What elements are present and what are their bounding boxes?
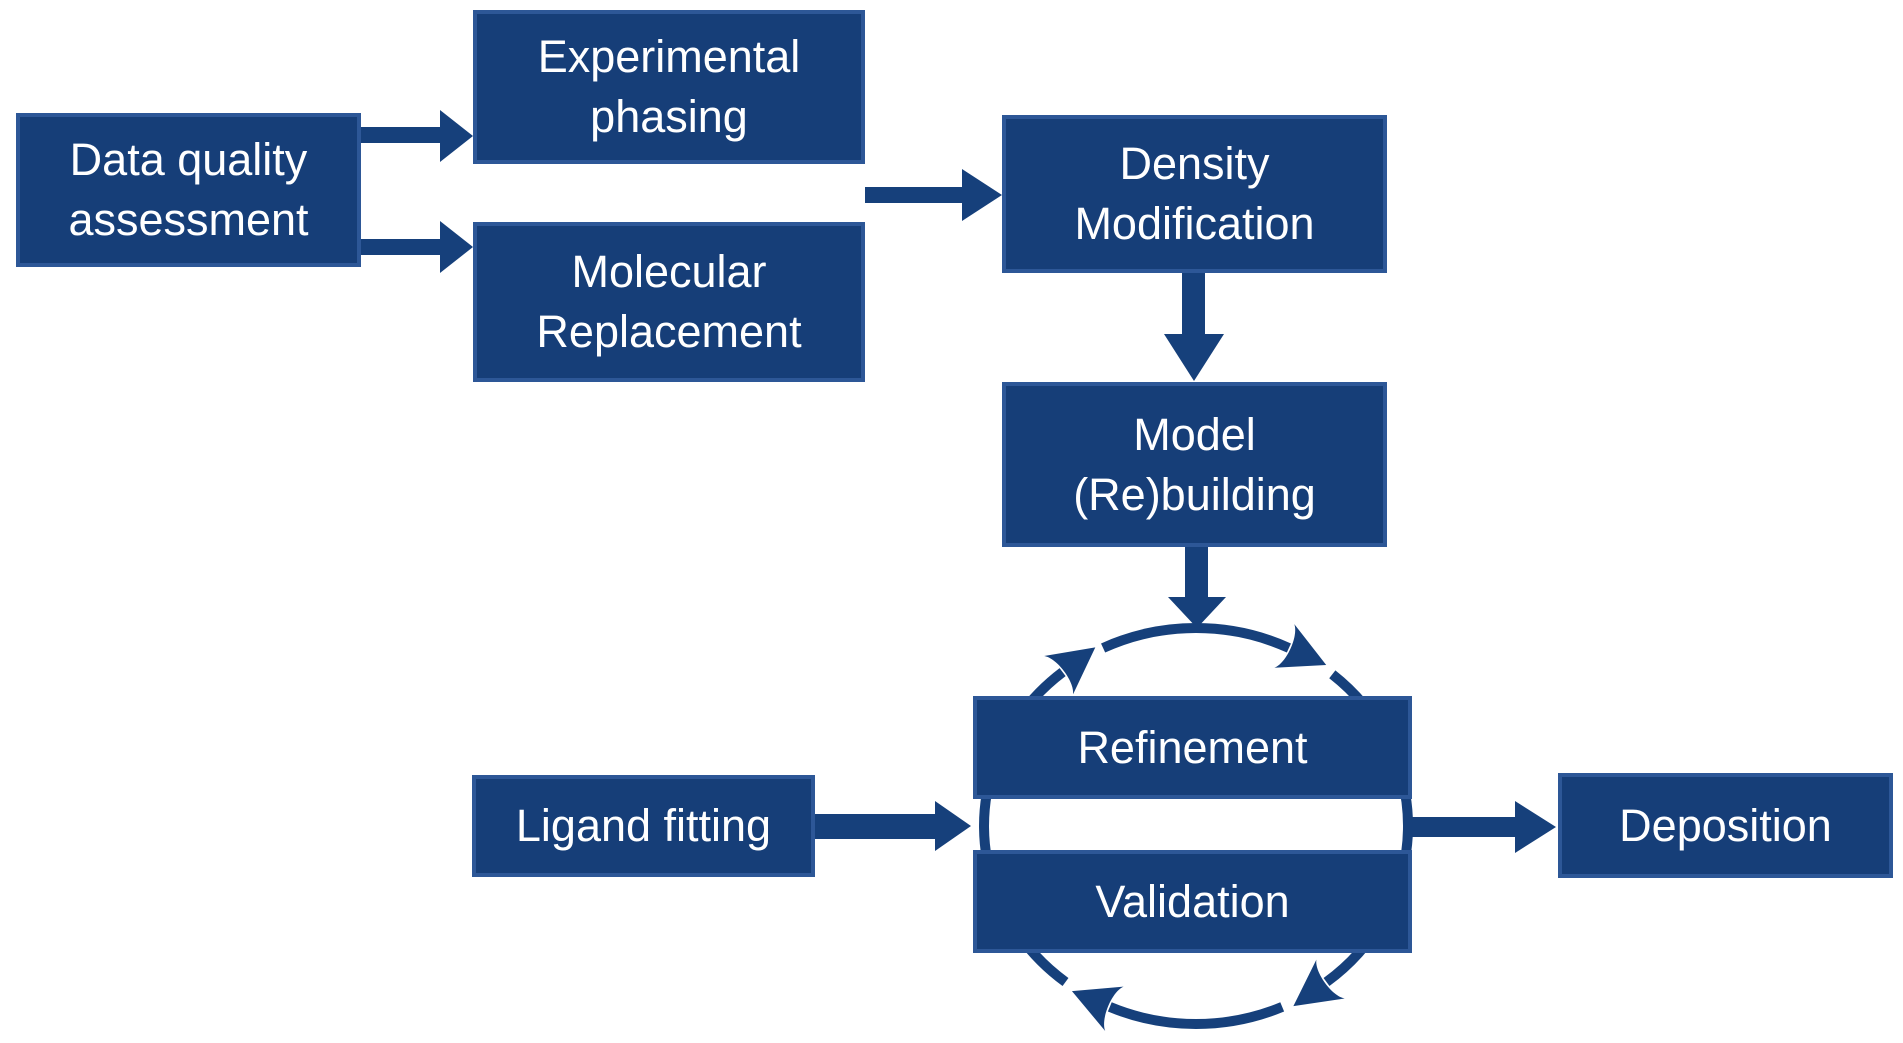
straight-arrows: [360, 110, 1556, 853]
node-label-line: Experimental: [537, 31, 801, 82]
node-label-line: Model: [1133, 408, 1256, 460]
arrow-phasing-to-density-modification: [865, 169, 1002, 221]
node-label-line: Modification: [1074, 198, 1315, 249]
node-label-line: Density: [1119, 138, 1270, 189]
node-validation: Validation: [973, 850, 1412, 953]
cycle-arc-top: [1101, 622, 1327, 668]
arrow-cycle-to-deposition: [1410, 801, 1556, 853]
node-deposition: Deposition: [1558, 773, 1893, 878]
node-label-line: Validation: [1095, 875, 1290, 927]
node-molecular-replacement: Molecular Replacement: [473, 222, 865, 382]
node-label-line: Data quality: [69, 134, 308, 185]
node-refinement: Refinement: [973, 696, 1412, 799]
node-label-line: Deposition: [1619, 799, 1832, 851]
node-label-line: Replacement: [536, 306, 802, 357]
node-label-line: assessment: [68, 194, 309, 245]
arrow-model-rebuilding-to-cycle: [1168, 547, 1226, 628]
node-experimental-phasing: Experimental phasing: [473, 10, 865, 164]
arrow-data-quality-to-experimental-phasing: [360, 110, 473, 162]
node-ligand-fitting: Ligand fitting: [472, 775, 815, 877]
cycle-arc-bottom: [1071, 986, 1285, 1031]
refinement-validation-cycle-arrows: [979, 622, 1413, 1031]
node-data-quality-assessment: Data quality assessment: [16, 113, 361, 267]
node-label-line: Refinement: [1077, 721, 1308, 773]
node-label-line: Ligand fitting: [515, 800, 772, 851]
node-model-rebuilding: Model (Re)building: [1002, 382, 1387, 547]
arrow-data-quality-to-molecular-replacement: [360, 221, 473, 273]
node-label-line: phasing: [590, 91, 748, 142]
arrow-density-modification-to-model-rebuilding: [1164, 273, 1224, 381]
node-label-line: (Re)building: [1073, 468, 1316, 520]
node-density-modification: Density Modification: [1002, 115, 1387, 273]
arrow-ligand-fitting-to-cycle: [815, 801, 971, 851]
node-label-line: Molecular: [571, 246, 767, 297]
